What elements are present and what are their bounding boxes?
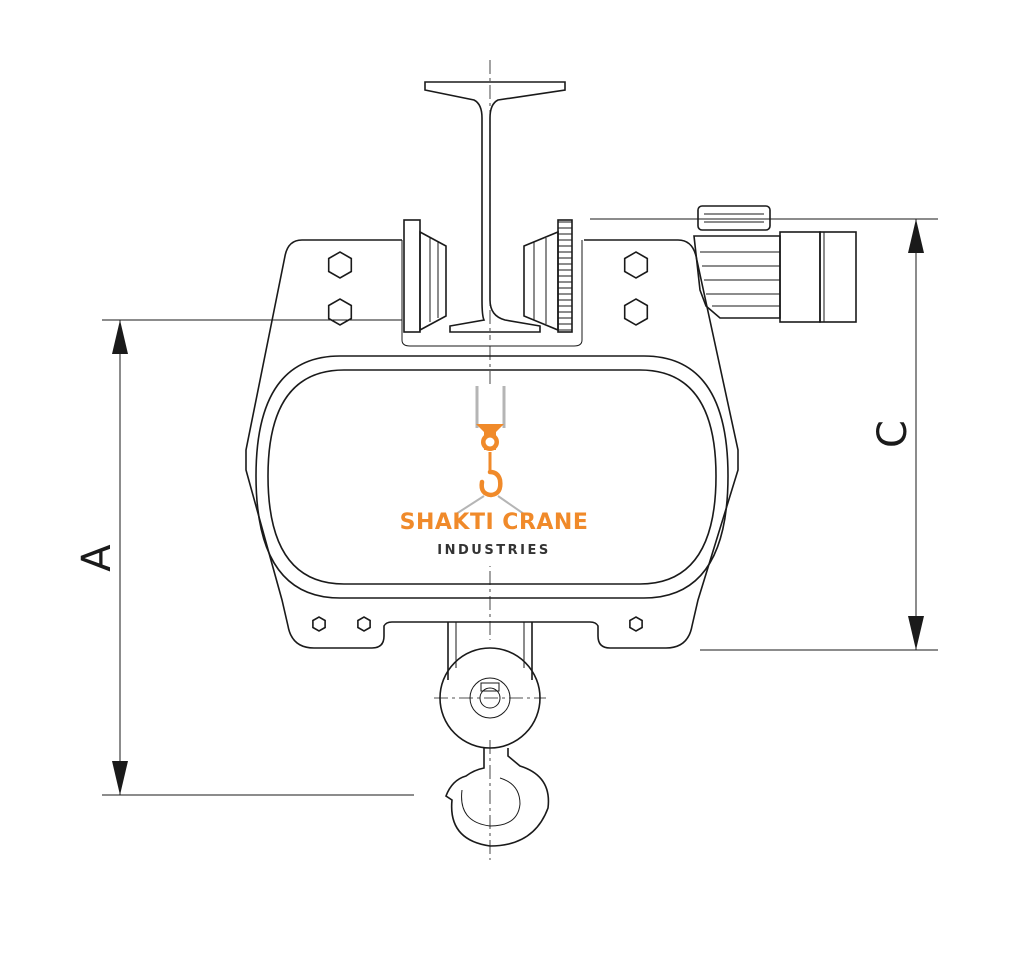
company-logo: SHAKTI CRANE INDUSTRIES <box>396 384 592 566</box>
hex-bolt-icon <box>312 616 326 632</box>
load-hook <box>445 740 550 860</box>
trolley-wheel-left <box>403 219 447 333</box>
hex-bolt-icon <box>327 251 353 279</box>
hex-bolt-icon <box>629 616 643 632</box>
dimension-c: C <box>590 218 938 651</box>
dimension-a: A <box>74 319 414 796</box>
hex-bolt-icon <box>357 616 371 632</box>
hoist-housing <box>245 239 739 649</box>
hex-bolt-icon <box>623 298 649 326</box>
hex-bolt-icon <box>327 298 353 326</box>
hook-block <box>434 622 546 749</box>
hex-bolt-icon <box>623 251 649 279</box>
trolley-wheel-right <box>523 219 573 333</box>
logo-title: SHAKTI CRANE <box>400 510 589 535</box>
gear-teeth <box>558 221 572 331</box>
logo-subtitle: INDUSTRIES <box>437 543 550 558</box>
crane-hook-icon <box>455 386 525 515</box>
hex-bolts <box>312 251 649 632</box>
i-beam <box>424 60 566 340</box>
dimension-c-label: C <box>870 420 916 448</box>
dimension-a-label: A <box>74 544 120 572</box>
travel-motor <box>693 205 857 323</box>
